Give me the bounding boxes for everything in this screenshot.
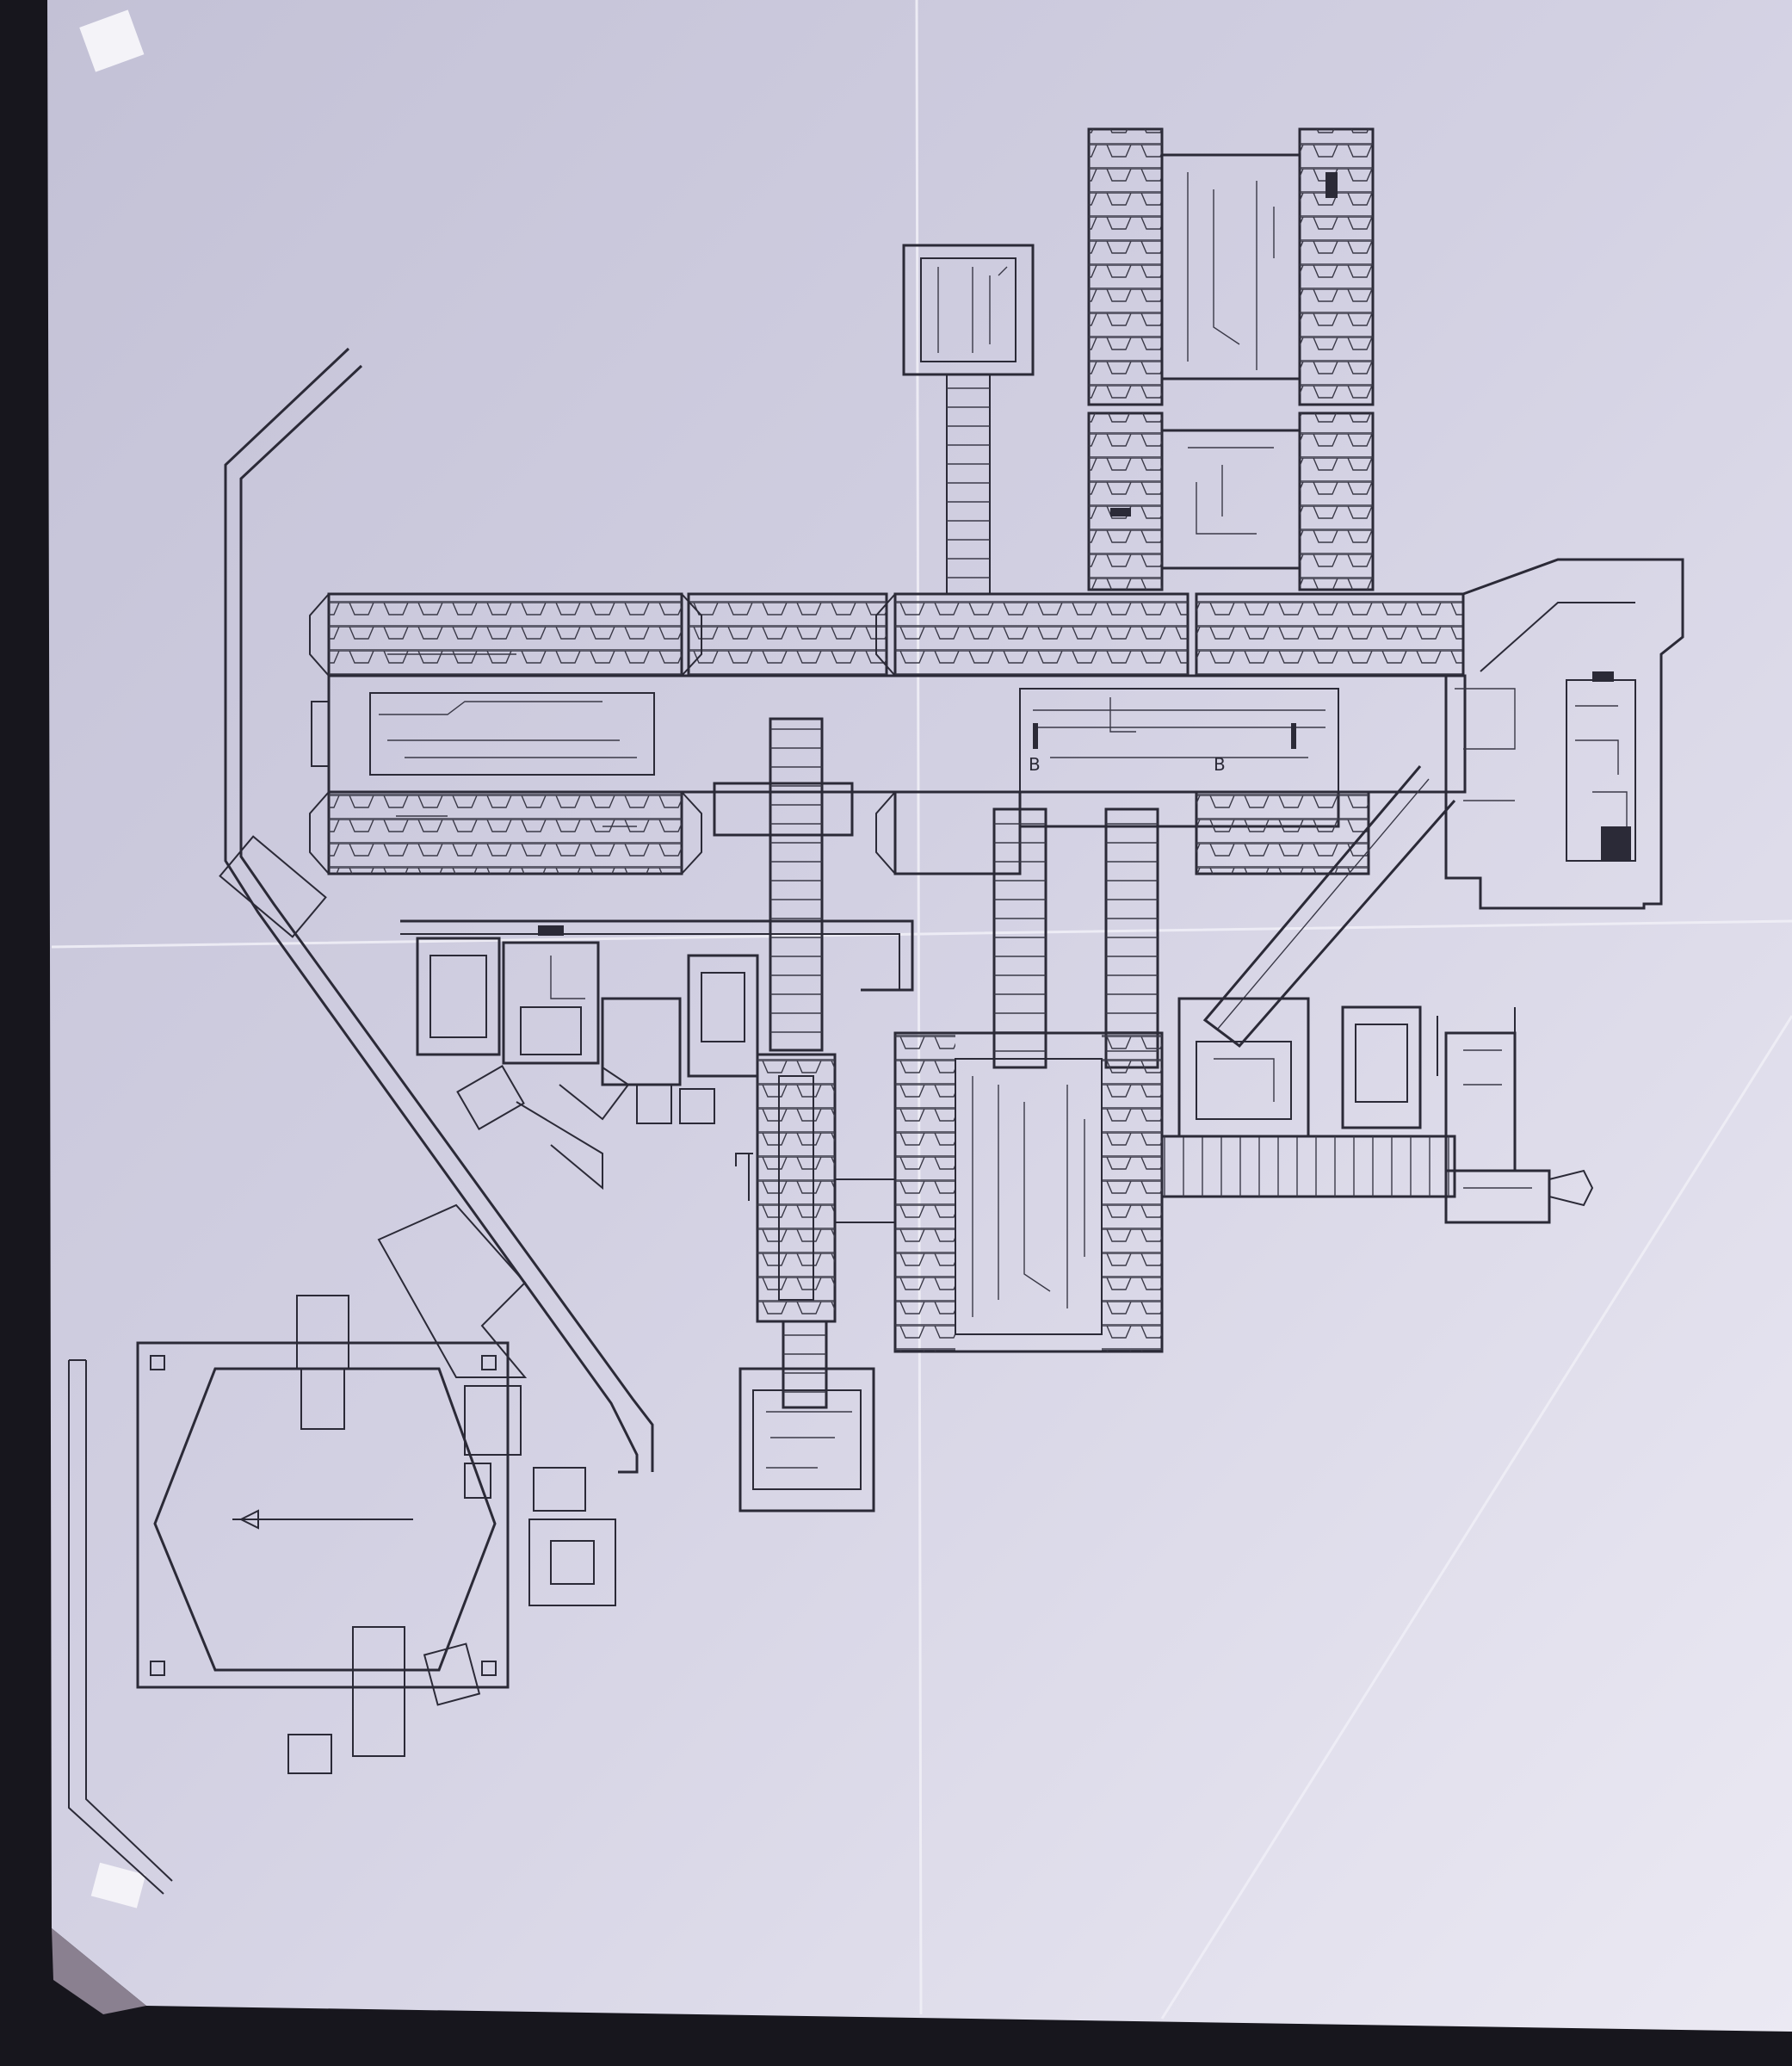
main-corridor	[309, 592, 1467, 875]
west-curved-corridor	[219, 347, 654, 1474]
south-large-module	[893, 1031, 1456, 1353]
tape-mark-top	[79, 9, 145, 72]
central-south-module	[738, 1053, 896, 1512]
bay-label-right: B	[1214, 754, 1226, 775]
hexagonal-bay	[136, 1295, 522, 1774]
southwest-fragments	[377, 1064, 753, 1378]
east-small-modules	[1177, 997, 1594, 1224]
north-module	[902, 244, 1035, 595]
northeast-cluster	[1087, 127, 1375, 591]
east-control-room	[1444, 558, 1684, 910]
tape-mark-bottom	[90, 1862, 146, 1908]
central-shafts	[769, 717, 1159, 1069]
southwest-fixtures	[68, 1359, 616, 1895]
diagonal-tunnel	[1202, 765, 1456, 1048]
bay-label-left: B	[1029, 754, 1041, 775]
paper-fold-lines	[51, 0, 1792, 2020]
southwest-block	[400, 919, 914, 1086]
paper-corner-tear	[52, 1928, 146, 2014]
